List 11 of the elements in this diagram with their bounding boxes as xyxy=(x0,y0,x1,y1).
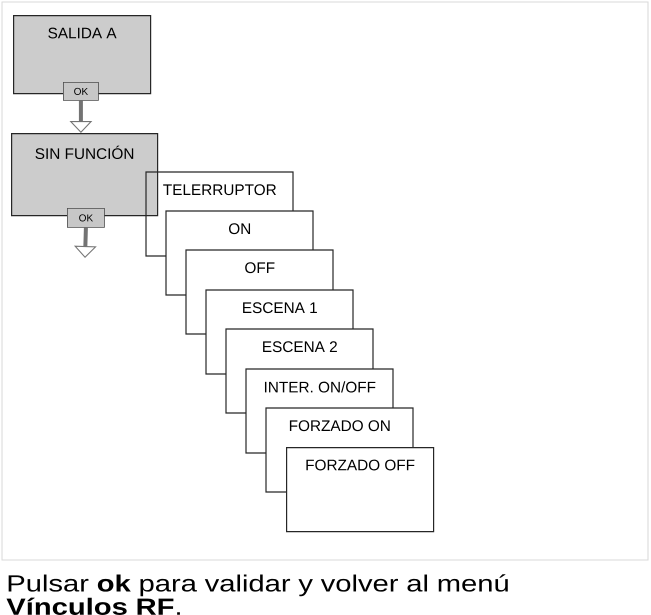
ok-button: OK xyxy=(63,82,99,101)
option-screen-box: FORZADO OFF xyxy=(286,447,434,532)
option-screen-box: OFF xyxy=(185,249,334,290)
option-screen-box: TELERRUPTOR xyxy=(145,171,294,211)
option-screen-box: ESCENA 2 xyxy=(225,328,374,369)
option-screen-box: INTER. ON/OFF xyxy=(245,368,394,408)
option-screen-box: FORZADO ON xyxy=(265,407,414,447)
ok-button: OK xyxy=(67,208,105,228)
option-screen-box: ESCENA 1 xyxy=(205,289,354,329)
caption: Pulsar ok para validar y volver al menú Vínculos RF. xyxy=(6,574,508,615)
option-screen-box: ON xyxy=(165,210,314,250)
